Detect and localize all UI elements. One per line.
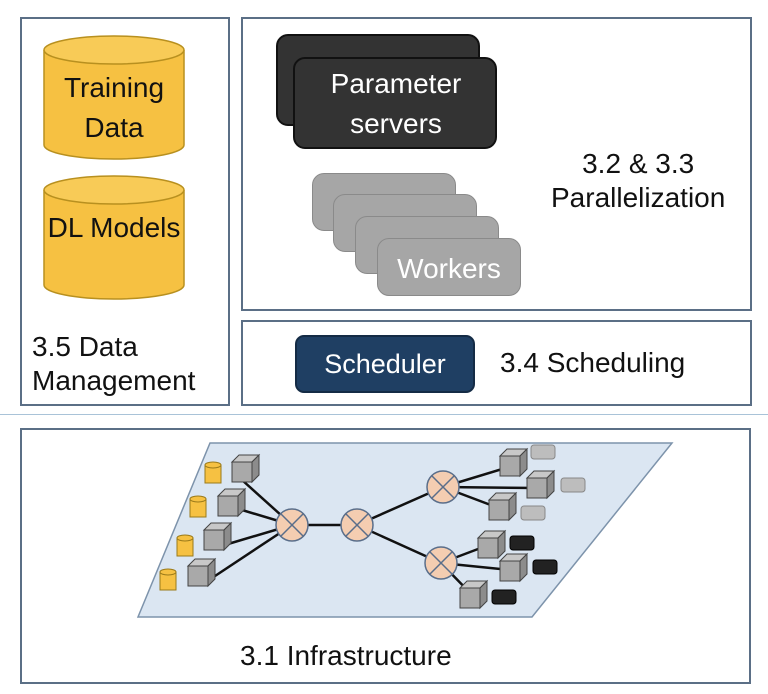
scheduling-label: 3.4 Scheduling — [500, 347, 686, 378]
training-data-cylinder — [43, 35, 185, 160]
accelerator-icons — [491, 444, 586, 605]
server-cube-icon — [498, 552, 529, 583]
storage-icon — [189, 495, 207, 518]
infrastructure-label: 3.1 Infrastructure — [240, 640, 452, 671]
storage-icon — [204, 461, 222, 484]
network-switches — [275, 470, 460, 580]
switch-icon — [426, 470, 460, 504]
server-cube-icon — [487, 491, 518, 522]
training-data-label: Training Data — [63, 72, 165, 143]
storage-icons — [159, 461, 222, 591]
data-management-label: 3.5 Data Management — [32, 331, 196, 396]
server-cube-icon — [186, 557, 217, 588]
server-cube-icon — [216, 487, 247, 518]
worker-card — [377, 238, 521, 296]
switch-icon — [340, 508, 374, 542]
parameter-server-card-front — [293, 57, 497, 149]
server-cubes — [186, 447, 556, 610]
parallelization-label-line2: Parallelization — [551, 182, 726, 213]
storage-icon — [159, 568, 177, 591]
switch-icon — [424, 546, 458, 580]
server-cube-icon — [458, 579, 489, 610]
parameter-servers-label: Parameter servers — [330, 68, 462, 139]
server-cube-icon — [498, 447, 529, 478]
parallelization-label: 3.2 & 3.3 Parallelization — [551, 147, 725, 215]
storage-icon — [176, 534, 194, 557]
workers-label: Workers — [397, 253, 501, 284]
server-cube-icon — [525, 469, 556, 500]
dl-models-label: DL Models — [47, 212, 181, 243]
switch-icon — [275, 508, 309, 542]
parallelization-label-line1: 3.2 & 3.3 — [582, 148, 695, 179]
scheduler-box: Scheduler — [295, 335, 475, 393]
server-cube-icon — [476, 529, 507, 560]
dl-models-cylinder — [43, 175, 185, 300]
section-divider — [0, 414, 768, 415]
server-cube-icon — [230, 453, 261, 484]
server-cube-icon — [202, 521, 233, 552]
